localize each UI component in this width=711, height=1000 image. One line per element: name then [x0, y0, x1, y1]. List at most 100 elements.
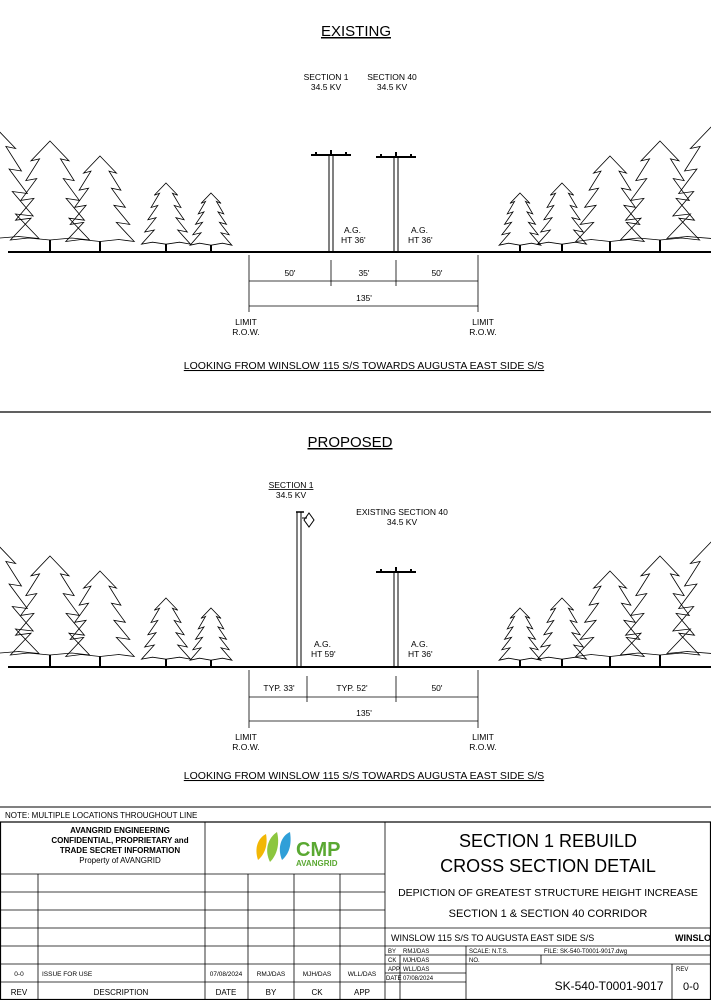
pine-tree: [189, 607, 233, 661]
trees-right-proposed: [498, 541, 711, 666]
existing-dimension-lines: [248, 255, 479, 312]
rev-header-ck: CK: [311, 988, 323, 997]
ck-label: CK: [388, 958, 396, 964]
confidential-line-2: CONFIDENTIAL, PROPRIETARY and: [51, 836, 188, 845]
pine-tree: [0, 131, 41, 240]
pine-tree: [140, 182, 192, 245]
drawing-number: SK-540-T0001-9017: [555, 979, 664, 993]
pine-tree: [9, 140, 91, 241]
confidential-line-3: TRADE SECRET INFORMATION: [60, 846, 181, 855]
proposed-limit-left-1: LIMIT: [235, 732, 257, 742]
proposed-dimension-lines: [248, 670, 479, 728]
rev-value: 0-0: [683, 981, 699, 993]
by-label: BY: [388, 949, 396, 955]
confidential-line-1: AVANGRID ENGINEERING: [70, 826, 170, 835]
proposed-dim-total: 135': [356, 708, 372, 718]
rev-row-rev: 0-0: [14, 971, 24, 978]
pine-tree: [665, 541, 711, 655]
proposed-caption: LOOKING FROM WINSLOW 115 S/S TOWARDS AUG…: [184, 770, 544, 782]
proposed-dim-2: TYP. 52': [336, 683, 368, 693]
pine-tree: [536, 182, 588, 245]
rev-header-by: BY: [266, 988, 277, 997]
pine-tree: [498, 192, 542, 246]
existing-caption: LOOKING FROM WINSLOW 115 S/S TOWARDS AUG…: [184, 360, 544, 372]
existing-heading: EXISTING: [321, 23, 391, 40]
rev-label: REV: [676, 967, 688, 973]
proposed-ag2: A.G.: [411, 639, 428, 649]
proposed-dim-1: TYP. 33': [263, 683, 295, 693]
rev-row-by: RMJ/DAS: [257, 971, 286, 978]
rev-row-ck: MJH/DAS: [303, 971, 332, 978]
date-value: 07/08/2024: [403, 976, 434, 982]
logo-subtext: AVANGRID: [296, 859, 338, 868]
app-value: WLL/DAS: [403, 967, 429, 973]
existing-dim-1: 50': [284, 268, 295, 278]
pine-tree: [619, 140, 701, 241]
scale-text: SCALE: N.T.S.: [469, 949, 509, 955]
pine-tree: [498, 607, 542, 661]
existing-dim-total: 135': [356, 293, 372, 303]
subtitle-line-1: DEPICTION OF GREATEST STRUCTURE HEIGHT I…: [398, 887, 698, 899]
pine-tree: [665, 126, 711, 240]
cmp-logo: CMP AVANGRID: [256, 832, 340, 868]
existing-ht1: HT 36': [341, 235, 366, 245]
existing-section1-voltage: 34.5 KV: [311, 82, 342, 92]
ck-value: MJH/DAS: [403, 958, 429, 964]
app-label: APP: [388, 967, 400, 973]
proposed-dim-3: 50': [431, 683, 442, 693]
pine-tree: [189, 192, 233, 246]
rev-header-description: DESCRIPTION: [94, 988, 149, 997]
existing-ag2: A.G.: [411, 225, 428, 235]
pine-tree: [64, 570, 136, 658]
proposed-limit-right-2: R.O.W.: [469, 742, 496, 752]
title-line-1: SECTION 1 REBUILD: [459, 831, 637, 851]
existing-ag1: A.G.: [344, 225, 361, 235]
trees-left: [0, 131, 233, 251]
by-value: RMJ/DAS: [403, 949, 429, 955]
pine-tree: [0, 546, 41, 655]
existing-section40-name: SECTION 40: [367, 72, 417, 82]
rev-row-description: ISSUE FOR USE: [42, 971, 93, 978]
subtitle-line-2: SECTION 1 & SECTION 40 CORRIDOR: [449, 908, 648, 920]
proposed-limit-right-1: LIMIT: [472, 732, 494, 742]
pine-tree: [64, 155, 136, 243]
proposed-ht1: HT 59': [311, 649, 336, 659]
existing-section40-voltage: 34.5 KV: [377, 82, 408, 92]
rev-row-date: 07/08/2024: [210, 971, 243, 978]
pine-tree: [140, 597, 192, 660]
no-label: NO.: [469, 958, 480, 964]
proposed-section40-name: EXISTING SECTION 40: [356, 507, 448, 517]
pine-tree: [574, 570, 646, 658]
existing-dim-3: 50': [431, 268, 442, 278]
pine-tree: [536, 597, 588, 660]
proposed-section1-name: SECTION 1: [269, 480, 314, 490]
pine-tree: [619, 555, 701, 656]
existing-panel: EXISTING SECTION 1 34.5 KV SECTION 40 34…: [0, 23, 711, 372]
proposed-section40-voltage: 34.5 KV: [387, 517, 418, 527]
proposed-ag1: A.G.: [314, 639, 331, 649]
proposed-panel: PROPOSED SECTION 1 34.5 KV EXISTING SECT…: [0, 434, 711, 782]
proposed-pole-section1: [296, 511, 315, 666]
trees-left-proposed: [0, 546, 233, 666]
proposed-ht2: HT 36': [408, 649, 433, 659]
pine-tree: [574, 155, 646, 243]
proposed-section1-voltage: 34.5 KV: [276, 490, 307, 500]
route-text: WINSLOW 115 S/S TO AUGUSTA EAST SIDE S/S: [391, 933, 594, 943]
pine-tree: [9, 555, 91, 656]
existing-dim-2: 35': [358, 268, 369, 278]
existing-pole-section1: [311, 150, 351, 251]
note-text: NOTE: MULTIPLE LOCATIONS THROUGHOUT LINE: [5, 811, 197, 820]
date-label: DATE: [386, 976, 402, 982]
rev-header-app: APP: [354, 988, 370, 997]
existing-limit-right-2: R.O.W.: [469, 327, 496, 337]
rev-header-date: DATE: [216, 988, 237, 997]
existing-ht2: HT 36': [408, 235, 433, 245]
trees-right: [498, 126, 711, 251]
existing-limit-left-1: LIMIT: [235, 317, 257, 327]
confidential-line-4: Property of AVANGRID: [79, 856, 161, 865]
rev-header-rev: REV: [11, 988, 28, 997]
existing-limit-left-2: R.O.W.: [232, 327, 259, 337]
proposed-limit-left-2: R.O.W.: [232, 742, 259, 752]
proposed-pole-section40: [376, 567, 416, 666]
